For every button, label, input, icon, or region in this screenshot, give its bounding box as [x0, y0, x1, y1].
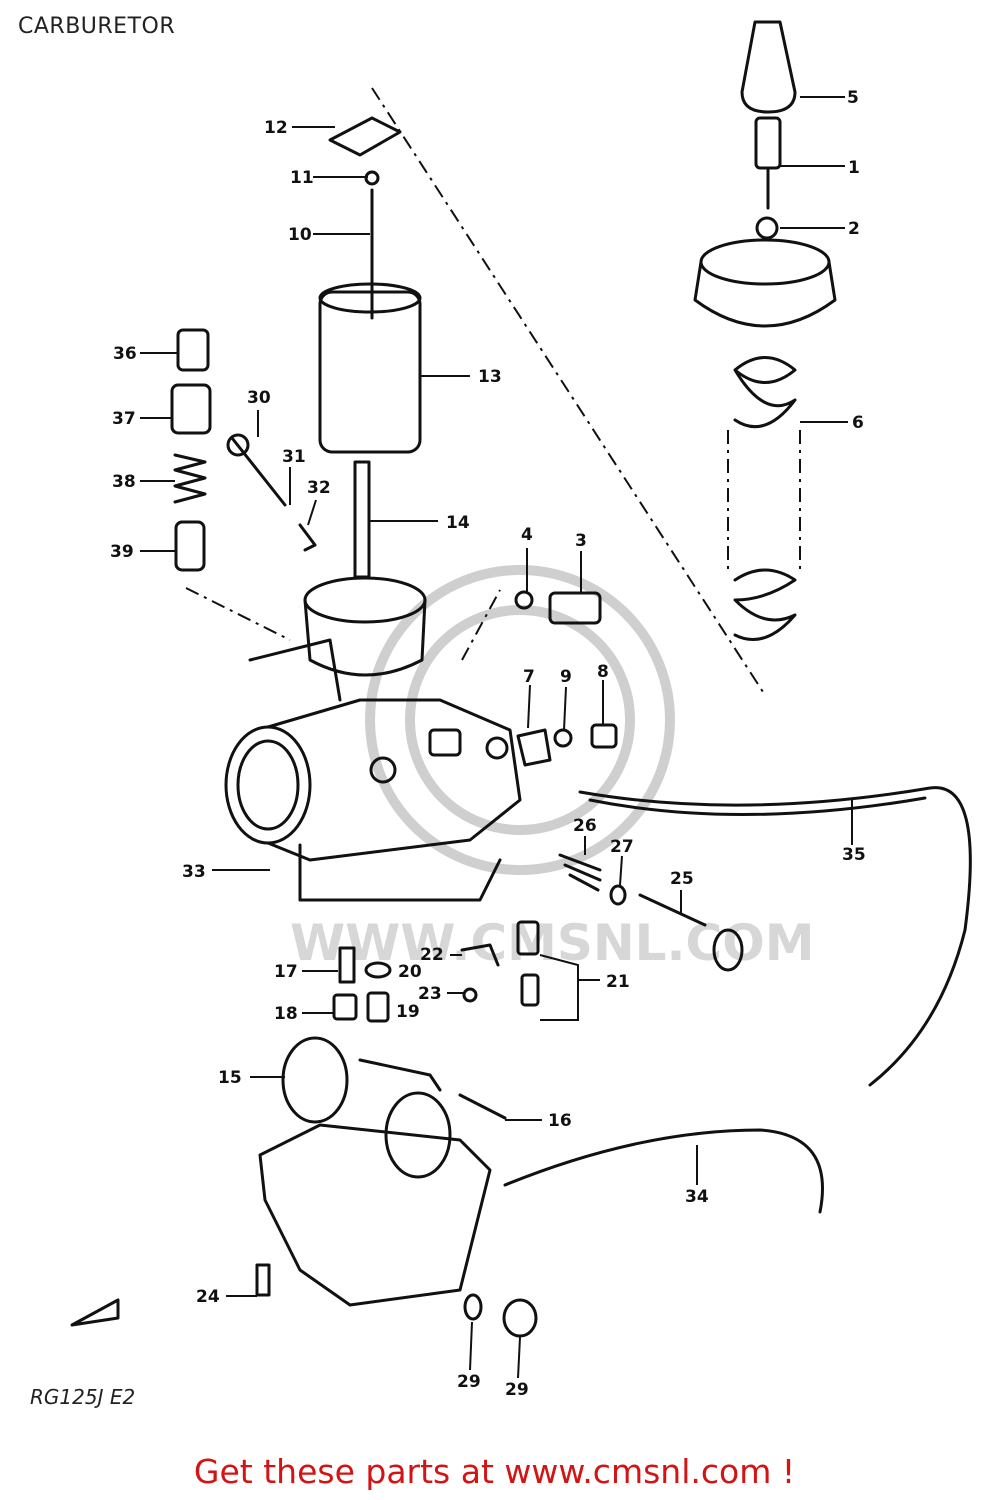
label-24: 24 — [196, 1287, 220, 1307]
label-26: 26 — [573, 816, 597, 836]
label-4: 4 — [521, 525, 533, 545]
label-32: 32 — [307, 478, 331, 498]
watermark-text: WWW.CMSNL.COM — [290, 914, 815, 972]
label-39: 39 — [110, 542, 134, 562]
front-arrow-icon — [70, 1298, 120, 1327]
part-starter-plunger — [170, 328, 212, 572]
part-idle-screw — [226, 433, 317, 552]
label-13: 13 — [478, 367, 502, 387]
label-25: 25 — [670, 869, 694, 889]
part-throttle-slide — [303, 116, 427, 677]
cta-link[interactable]: Get these parts at www.cmsnl.com ! — [193, 1452, 796, 1491]
label-34: 34 — [685, 1187, 709, 1207]
label-31: 31 — [282, 447, 306, 467]
part-hose-35 — [578, 786, 972, 1087]
part-pilot-air-screw — [558, 853, 744, 972]
part-float-bowl — [258, 1036, 507, 1307]
label-37: 37 — [112, 409, 136, 429]
label-29b: 29 — [505, 1380, 529, 1400]
part-carburetor-body — [224, 638, 522, 902]
part-hose-34 — [503, 1128, 824, 1214]
label-7: 7 — [523, 667, 535, 687]
label-36: 36 — [113, 344, 137, 364]
label-15: 15 — [218, 1068, 242, 1088]
label-6: 6 — [852, 413, 864, 433]
part-drain-screws — [255, 1263, 538, 1338]
watermark: WWW.CMSNL.COM — [290, 565, 815, 972]
label-8: 8 — [597, 662, 609, 682]
part-jets — [332, 920, 540, 1023]
label-14: 14 — [446, 513, 470, 533]
label-35: 35 — [842, 845, 866, 865]
label-12: 12 — [264, 118, 288, 138]
label-21: 21 — [606, 972, 630, 992]
label-20: 20 — [398, 962, 422, 982]
label-38: 38 — [112, 472, 136, 492]
label-1: 1 — [848, 158, 860, 178]
label-2: 2 — [848, 219, 860, 239]
label-11: 11 — [290, 168, 314, 188]
label-18: 18 — [274, 1004, 298, 1024]
label-3: 3 — [575, 531, 587, 551]
label-23: 23 — [418, 984, 442, 1004]
label-10: 10 — [288, 225, 312, 245]
leader-lines — [140, 96, 853, 1379]
label-29: 29 — [457, 1372, 481, 1392]
label-9: 9 — [560, 667, 572, 687]
part-mixing-chamber-top — [693, 238, 837, 641]
label-30: 30 — [247, 388, 271, 408]
guide-lines — [185, 87, 766, 696]
model-code: RG125J E2 — [30, 1385, 136, 1409]
label-33: 33 — [182, 862, 206, 882]
page-title: CARBURETOR — [18, 14, 176, 39]
part-labels: 5 1 2 6 12 11 10 13 14 36 37 38 39 30 31… — [110, 88, 866, 1400]
part-fittings-right — [514, 590, 618, 767]
part-cap — [740, 20, 797, 240]
label-5: 5 — [847, 88, 859, 108]
label-27: 27 — [610, 837, 634, 857]
label-17: 17 — [274, 962, 298, 982]
label-22: 22 — [420, 945, 444, 965]
label-19: 19 — [396, 1002, 420, 1022]
label-16: 16 — [548, 1111, 572, 1131]
